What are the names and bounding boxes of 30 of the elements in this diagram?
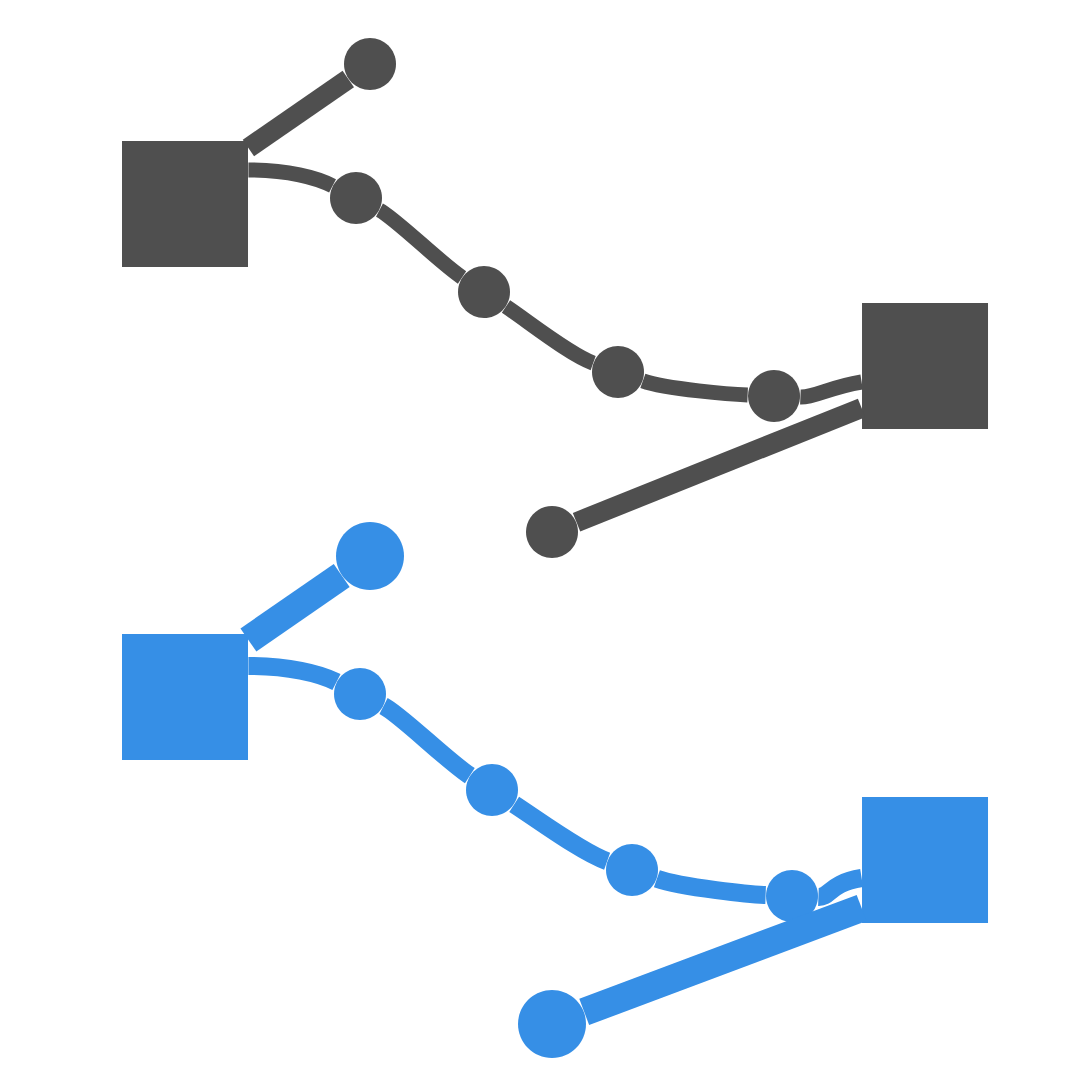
anchor-square bbox=[122, 634, 248, 760]
handle-dot bbox=[518, 990, 586, 1058]
curve-segment bbox=[501, 300, 597, 370]
anchor-square bbox=[122, 141, 248, 267]
curve-segment bbox=[800, 374, 863, 405]
curve-segment bbox=[375, 203, 467, 284]
anchor-square bbox=[862, 797, 988, 923]
curve-segment bbox=[509, 796, 611, 870]
curve-segment bbox=[378, 698, 475, 784]
curve-point bbox=[592, 346, 644, 398]
curve-point bbox=[766, 870, 818, 922]
curve-point bbox=[606, 844, 658, 896]
handle-line bbox=[242, 70, 354, 157]
curve-segment bbox=[248, 162, 336, 193]
curve-segment bbox=[654, 870, 767, 905]
handle-dot bbox=[526, 506, 578, 558]
handle-dot bbox=[336, 522, 404, 590]
handle-line bbox=[572, 398, 866, 532]
curve-point bbox=[748, 370, 800, 422]
anchor-square bbox=[862, 303, 988, 429]
curve-segment bbox=[817, 869, 864, 906]
handle-dot bbox=[344, 38, 396, 90]
curve-point bbox=[334, 668, 386, 720]
curve-segment bbox=[640, 373, 749, 403]
curve-point bbox=[330, 172, 382, 224]
handle-line bbox=[240, 564, 350, 652]
handle-line bbox=[579, 894, 867, 1026]
curve-segment bbox=[248, 657, 341, 691]
curve-point bbox=[458, 266, 510, 318]
curve-point bbox=[466, 764, 518, 816]
